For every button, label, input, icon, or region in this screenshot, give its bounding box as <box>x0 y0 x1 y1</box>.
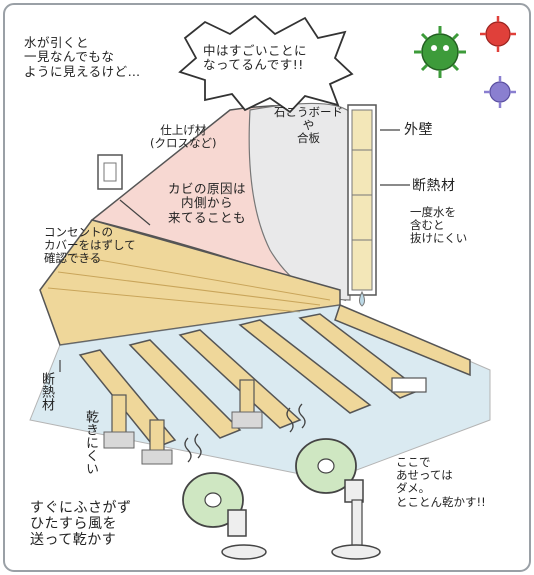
outer-wall-label: 外壁 <box>404 122 433 138</box>
fan-advice-right: ここで あせっては ダメ。 とことん乾かす!! <box>396 455 486 509</box>
leader-lines <box>59 129 410 372</box>
bubble-text: 中はすごいことに なってるんです!! <box>203 43 308 73</box>
fan-left-icon <box>182 472 267 560</box>
wall-studs <box>352 149 372 241</box>
fan-advice-left: すぐにふさがず ひたすら風を 送って乾かす <box>30 500 132 549</box>
dry-hard-label: 乾きにくい <box>82 410 98 475</box>
outlet-plate <box>103 162 117 182</box>
fan-right-icon <box>295 438 381 560</box>
wind-lines <box>184 403 306 463</box>
speech-bubble <box>178 14 354 114</box>
virus-green-icon <box>414 26 466 78</box>
wall-insulation <box>351 109 373 291</box>
water-drop <box>359 290 365 307</box>
outlet-note: コンセントの カバーをはずして 確認できる <box>44 225 136 266</box>
mold-cause-label: カビの原因は 内側から 来てることも <box>168 181 247 225</box>
insulation-note: 一度水を 含むと 抜けにくい <box>410 205 468 246</box>
floor-board-lines <box>47 254 331 313</box>
joists <box>78 303 471 449</box>
virus-purple-icon <box>484 76 516 108</box>
intro-text: 水が引くと 一見なんでもな ように見えるけど… <box>24 35 141 79</box>
vent <box>391 377 427 393</box>
insulation-wall-label: 断熱材 <box>412 178 456 194</box>
floor-boards <box>39 219 341 346</box>
finish-label: 仕上げ材 (クロスなど) <box>150 123 217 151</box>
drywall-label: 石こうボード や 合板 <box>274 105 343 146</box>
foundation-blocks <box>103 411 263 465</box>
posts <box>111 379 255 455</box>
insulation-floor-label: 断熱材 <box>38 372 54 411</box>
outlet <box>97 154 123 190</box>
virus-red-icon <box>480 16 516 52</box>
